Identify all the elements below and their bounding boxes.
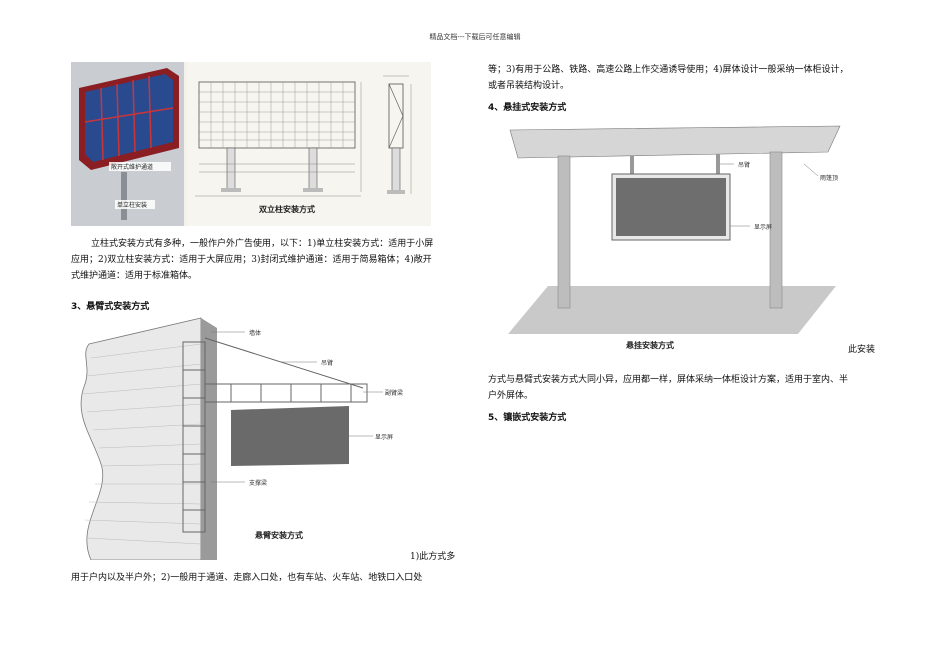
single-column-label: 单立柱安装 (117, 201, 147, 209)
paragraph-line: 或者吊装结构设计。 (488, 81, 570, 91)
hanging-figure: 吊臂 雨篷顶 显示屏 悬挂安装方式 (488, 116, 845, 352)
hanging-paragraph: 方式与悬臂式安装方式大同小异，应用都一样，屏体采纳一体柜设计方案，适用于室内、半… (488, 372, 880, 404)
page-header: 精品文档---下载后可任意编辑 (429, 33, 521, 41)
paragraph-line: 立柱式安装方式有多种，一般作户外广告使用，以下：1)单立柱安装方式：适用于小屏 (91, 239, 434, 249)
heading-embedded: 5、镶嵌式安装方式 (488, 413, 567, 423)
wall-label: 墙体 (249, 329, 261, 337)
column-install-paragraph: 立柱式安装方式有多种，一般作户外广告使用，以下：1)单立柱安装方式：适用于小屏 … (71, 236, 463, 284)
cantilever-figure: 墙体 吊臂 副臂梁 显示屏 支撑梁 悬臂安装方式 (71, 314, 407, 560)
paragraph-line: 等；3)有用于公路、铁路、高速公路上作交通诱导使用；4)屏体设计一般采纳一体柜设… (488, 65, 849, 75)
sub-beam-label: 副臂梁 (385, 389, 403, 397)
paragraph-line: 式维护通道：适用于标准箱体。 (71, 271, 198, 281)
paragraph-line: 户外屏体。 (488, 391, 534, 401)
double-column-caption: 双立柱安装方式 (259, 204, 315, 214)
heading-hanging: 4、悬挂式安装方式 (488, 103, 567, 113)
heading-cantilever: 3、悬臂式安装方式 (71, 302, 150, 312)
screen-label: 显示屏 (375, 434, 393, 441)
open-maintenance-label: 敞开式维护通道 (111, 163, 153, 171)
cantilever-tail-text: 1)此方式多 (410, 552, 456, 562)
hanging-tail-text: 此安装 (848, 345, 876, 355)
cantilever-caption: 悬臂安装方式 (254, 530, 303, 540)
boom-label: 吊臂 (321, 359, 333, 367)
column-installation-figure: 敞开式维护通道 单立柱安装 (71, 62, 431, 226)
paragraph-line: 方式与悬臂式安装方式大同小异，应用都一样，屏体采纳一体柜设计方案，适用于室内、半 (488, 375, 849, 385)
hanging-caption: 悬挂安装方式 (625, 340, 674, 350)
hanging-screen-label: 显示屏 (754, 224, 772, 231)
paragraph-line: 应用；2)双立柱安装方式：适用于大屏应用；3)封闭式维护通道：适用于简易箱体；4… (71, 255, 432, 265)
cantilever-paragraph: 用于户内以及半户外；2)一般用于通道、走廊入口处，也有车站、火车站、地铁口入口处 (71, 573, 423, 583)
canopy-label: 雨篷顶 (820, 174, 838, 182)
right-top-paragraph: 等；3)有用于公路、铁路、高速公路上作交通诱导使用；4)屏体设计一般采纳一体柜设… (488, 62, 880, 94)
support-beam-label: 支撑梁 (249, 479, 267, 487)
hanger-label: 吊臂 (738, 161, 750, 169)
